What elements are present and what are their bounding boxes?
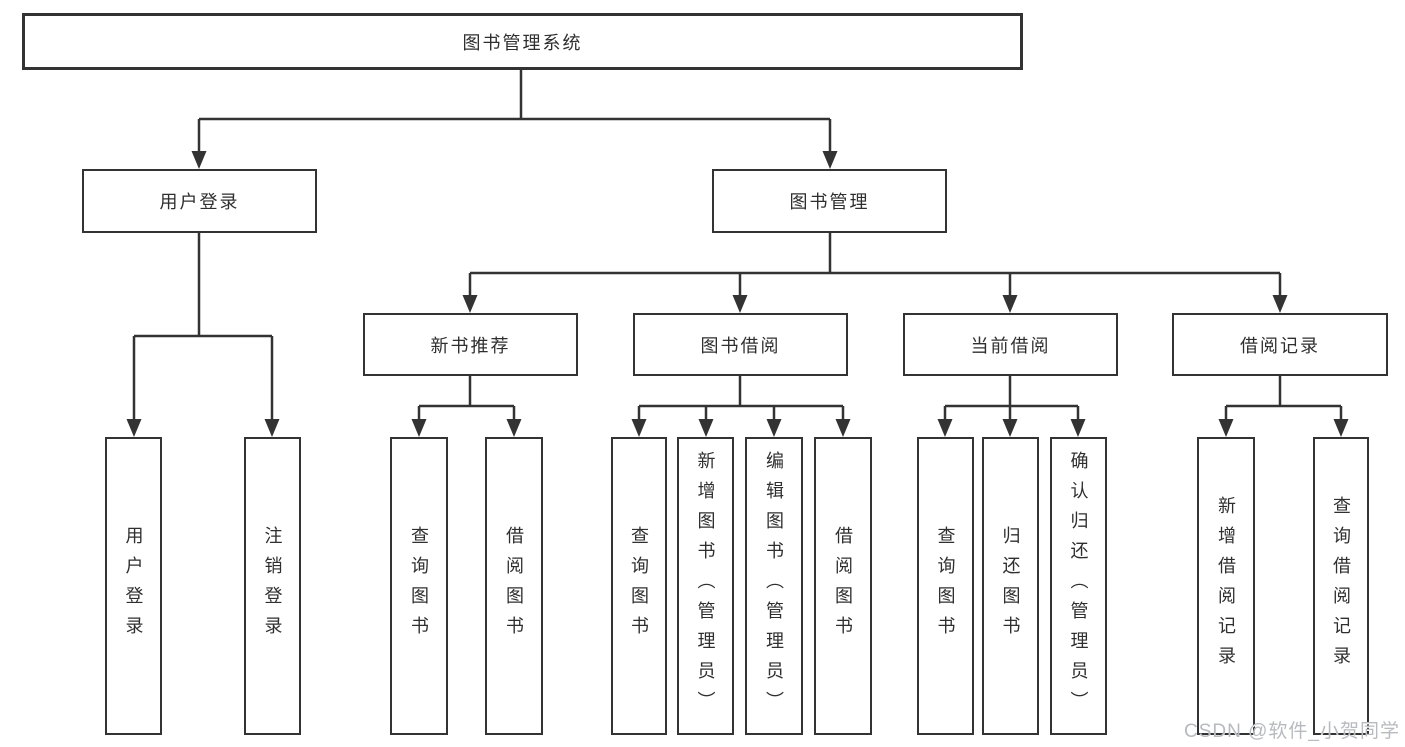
node-label: 借阅记录 bbox=[1240, 335, 1320, 356]
node-label: 图书借阅 bbox=[700, 335, 781, 356]
leaf-borrowing-query-books: 查询图书 bbox=[611, 437, 667, 735]
leaf-borrowing-edit-books-admin: 编辑图书（管理员） bbox=[745, 437, 803, 735]
node-label: 用户登录 bbox=[123, 526, 144, 646]
node-label: 新书推荐 bbox=[430, 335, 511, 356]
node-label: 当前借阅 bbox=[970, 335, 1051, 356]
node-book-borrowing: 图书借阅 bbox=[633, 313, 848, 376]
node-current-borrowing: 当前借阅 bbox=[903, 313, 1118, 376]
node-new-book-recommend: 新书推荐 bbox=[363, 313, 578, 376]
leaf-logout: 注销登录 bbox=[244, 437, 301, 735]
node-label: 编辑图书（管理员） bbox=[764, 451, 784, 721]
node-label: 图书管理系统 bbox=[462, 32, 583, 53]
node-label: 查询图书 bbox=[409, 526, 429, 646]
node-label: 新增借阅记录 bbox=[1216, 496, 1236, 676]
node-user-login: 用户登录 bbox=[82, 169, 317, 233]
node-label: 查询图书 bbox=[629, 526, 649, 646]
node-label: 查询图书 bbox=[935, 526, 956, 646]
node-label: 查询借阅记录 bbox=[1331, 496, 1351, 676]
node-label: 用户登录 bbox=[159, 192, 240, 212]
node-label: 确认归还（管理员） bbox=[1068, 451, 1089, 721]
node-label: 图书管理 bbox=[789, 192, 870, 212]
watermark: CSDN @软件_小贺同学 bbox=[1184, 721, 1400, 742]
leaf-borrowing-borrow-books: 借阅图书 bbox=[814, 437, 872, 735]
node-library-management-system: 图书管理系统 bbox=[22, 13, 1023, 70]
node-label: 借阅图书 bbox=[504, 526, 524, 646]
leaf-current-query-books: 查询图书 bbox=[917, 437, 974, 735]
node-borrow-records: 借阅记录 bbox=[1172, 313, 1388, 376]
leaf-borrowing-add-books-admin: 新增图书（管理员） bbox=[677, 437, 734, 735]
node-label: 借阅图书 bbox=[833, 526, 853, 646]
leaf-records-add-record: 新增借阅记录 bbox=[1197, 437, 1255, 735]
node-label: 注销登录 bbox=[262, 526, 283, 646]
leaf-user-login: 用户登录 bbox=[105, 437, 162, 735]
leaf-newbook-query-books: 查询图书 bbox=[390, 437, 448, 735]
node-label: 归还图书 bbox=[1000, 526, 1021, 646]
leaf-current-return-books: 归还图书 bbox=[982, 437, 1039, 735]
node-book-management: 图书管理 bbox=[712, 169, 947, 233]
leaf-newbook-borrow-books: 借阅图书 bbox=[485, 437, 543, 735]
leaf-current-confirm-return-admin: 确认归还（管理员） bbox=[1050, 437, 1107, 735]
leaf-records-query-record: 查询借阅记录 bbox=[1313, 437, 1369, 735]
node-label: 新增图书（管理员） bbox=[695, 451, 716, 721]
